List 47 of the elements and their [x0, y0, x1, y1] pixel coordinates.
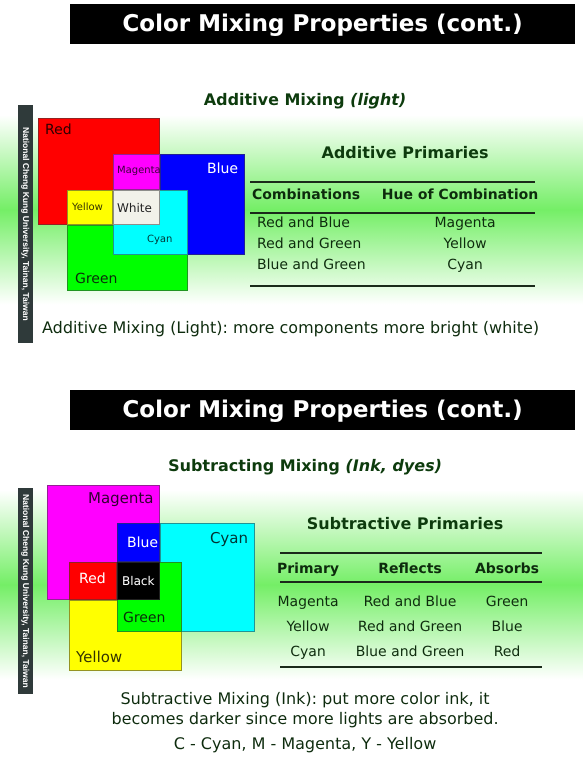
subtitle: Subtracting Mixing (Ink, dyes) — [167, 456, 443, 476]
color-region — [113, 190, 160, 225]
region-label: Magenta — [88, 489, 154, 507]
table-title: Subtractive Primaries — [306, 514, 504, 534]
region-label: Red — [79, 571, 106, 587]
vertical-text-banner: National Cheng Kung University, Tainan, Taiwan — [18, 488, 33, 694]
column-header: Hue of Combination — [380, 187, 540, 204]
table-cell-text: Cyan — [446, 257, 484, 274]
table-cell-text: Red — [492, 644, 522, 662]
region-label: Green — [123, 610, 166, 626]
table-cell-text: Magenta — [276, 594, 340, 612]
slide-title: Color Mixing Properties (cont.) — [122, 397, 523, 423]
table-cell-text: Blue — [490, 619, 524, 636]
region-label: Cyan — [147, 234, 172, 245]
table-cell-text: Magenta — [433, 215, 497, 232]
region-label: Cyan — [210, 529, 248, 547]
region-label: Blue — [207, 161, 238, 177]
region-label: Yellow — [76, 648, 122, 666]
region-label: Magenta — [117, 165, 161, 176]
column-header: Reflects — [377, 561, 443, 578]
region-label: Red — [45, 122, 72, 138]
table-cell-text: Yellow — [285, 619, 331, 636]
table-cell-text: Red and Blue — [362, 594, 458, 612]
region-label: Black — [122, 574, 154, 588]
table-cell-text: Red and Blue — [257, 215, 351, 232]
note-text: Subtractive Mixing (Ink): put more color ink, it becomes darker since more lights are absorbed. — [110, 689, 500, 729]
slide-title: Color Mixing Properties (cont.) — [122, 11, 523, 37]
region-label: White — [117, 201, 152, 215]
region-label: Yellow — [72, 202, 103, 213]
subtitle: Additive Mixing (light) — [202, 90, 408, 110]
note-text: C - Cyan, M - Magenta, Y - Yellow — [172, 734, 438, 754]
column-header: Combinations — [252, 187, 362, 204]
color-region — [117, 562, 160, 600]
column-header: Absorbs — [474, 561, 540, 578]
vertical-text-banner: National Cheng Kung University, Tainan, Taiwan — [18, 105, 33, 343]
table-cell-text: Red and Green — [356, 619, 464, 636]
table-cell-text: Blue and Green — [257, 257, 367, 274]
table-cell-text: Red and Green — [257, 236, 362, 254]
table-cell-text: Blue and Green — [354, 644, 466, 662]
column-header: Primary — [276, 561, 340, 578]
region-label: Blue — [127, 535, 158, 551]
region-label: Green — [75, 271, 118, 287]
table-title: Additive Primaries — [320, 143, 490, 163]
table-cell-text: Cyan — [289, 644, 327, 662]
table-cell-text: Yellow — [442, 236, 488, 254]
note-text: Additive Mixing (Light): more components more bright (white) — [42, 318, 540, 338]
table-cell-text: Green — [484, 594, 530, 612]
